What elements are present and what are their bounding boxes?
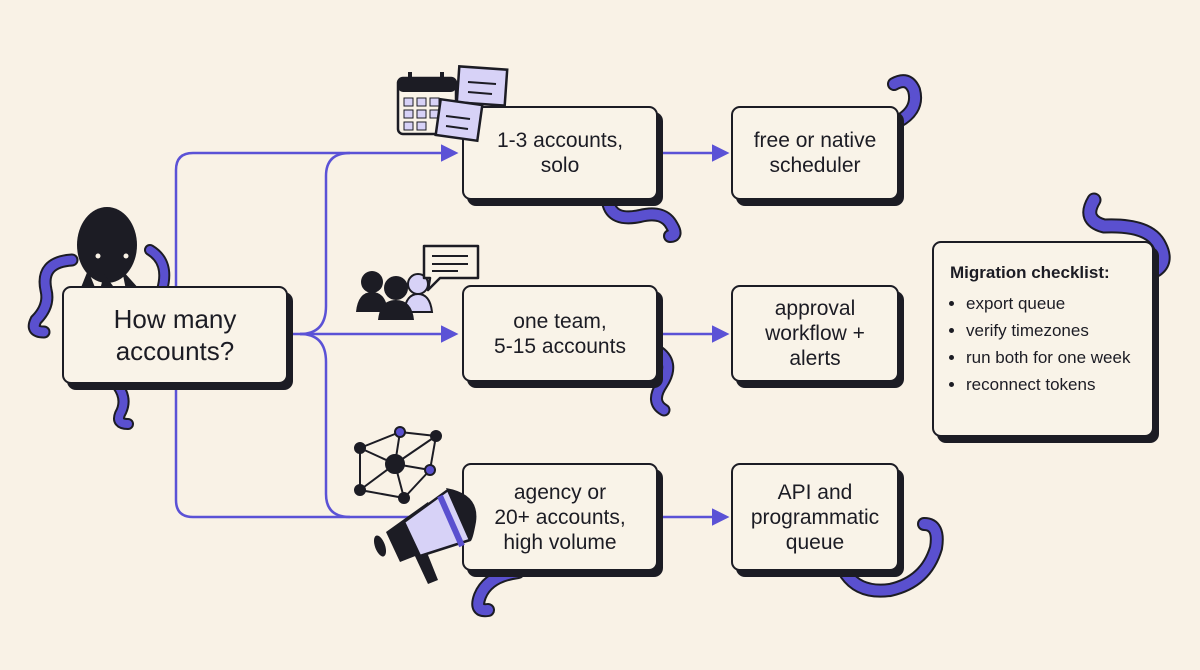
- root-question-line: How many: [113, 304, 237, 334]
- option-box-agency: agency or 20+ accounts, high volume: [462, 463, 658, 571]
- result-text-line: alerts: [789, 347, 841, 370]
- option-box-solo: 1-3 accounts, solo: [462, 106, 658, 200]
- result-text-line: free or native: [753, 129, 877, 152]
- option-text-line: 5-15 accounts: [494, 334, 626, 358]
- result-text-line: queue: [785, 530, 845, 554]
- checklist-list: export queue verify timezones run both f…: [950, 293, 1138, 395]
- option-text-line: one team,: [513, 309, 607, 333]
- connector-branch-up: [299, 151, 351, 336]
- result-text-line: API and: [777, 480, 853, 504]
- connector-root-bottom: [174, 384, 459, 526]
- checklist-item: reconnect tokens: [966, 374, 1138, 395]
- connector-branch-down: [299, 332, 351, 519]
- option-box-team: one team, 5-15 accounts: [462, 285, 658, 382]
- option-text-line: agency or: [513, 480, 607, 504]
- option-text-line: solo: [540, 154, 580, 177]
- result-text-line: approval: [774, 297, 856, 320]
- result-text-line: scheduler: [769, 154, 861, 177]
- result-box-workflow: approval workflow + alerts: [731, 285, 899, 382]
- result-text-line: workflow +: [765, 322, 865, 345]
- option-text-line: 1-3 accounts,: [496, 129, 624, 152]
- migration-checklist-card: Migration checklist: export queue verify…: [932, 241, 1154, 437]
- checklist-item: verify timezones: [966, 320, 1138, 341]
- result-box-scheduler: free or native scheduler: [731, 106, 899, 200]
- result-text-line: programmatic: [750, 505, 880, 529]
- root-question-box: How many accounts?: [62, 286, 288, 384]
- connector-root-top: [174, 144, 459, 286]
- option-text-line: 20+ accounts,: [494, 505, 626, 529]
- checklist-item: run both for one week: [966, 347, 1138, 368]
- checklist-item: export queue: [966, 293, 1138, 314]
- result-box-api: API and programmatic queue: [731, 463, 899, 571]
- option-text-line: high volume: [503, 530, 617, 554]
- root-question-line: accounts?: [115, 336, 235, 366]
- checklist-title: Migration checklist:: [950, 263, 1110, 282]
